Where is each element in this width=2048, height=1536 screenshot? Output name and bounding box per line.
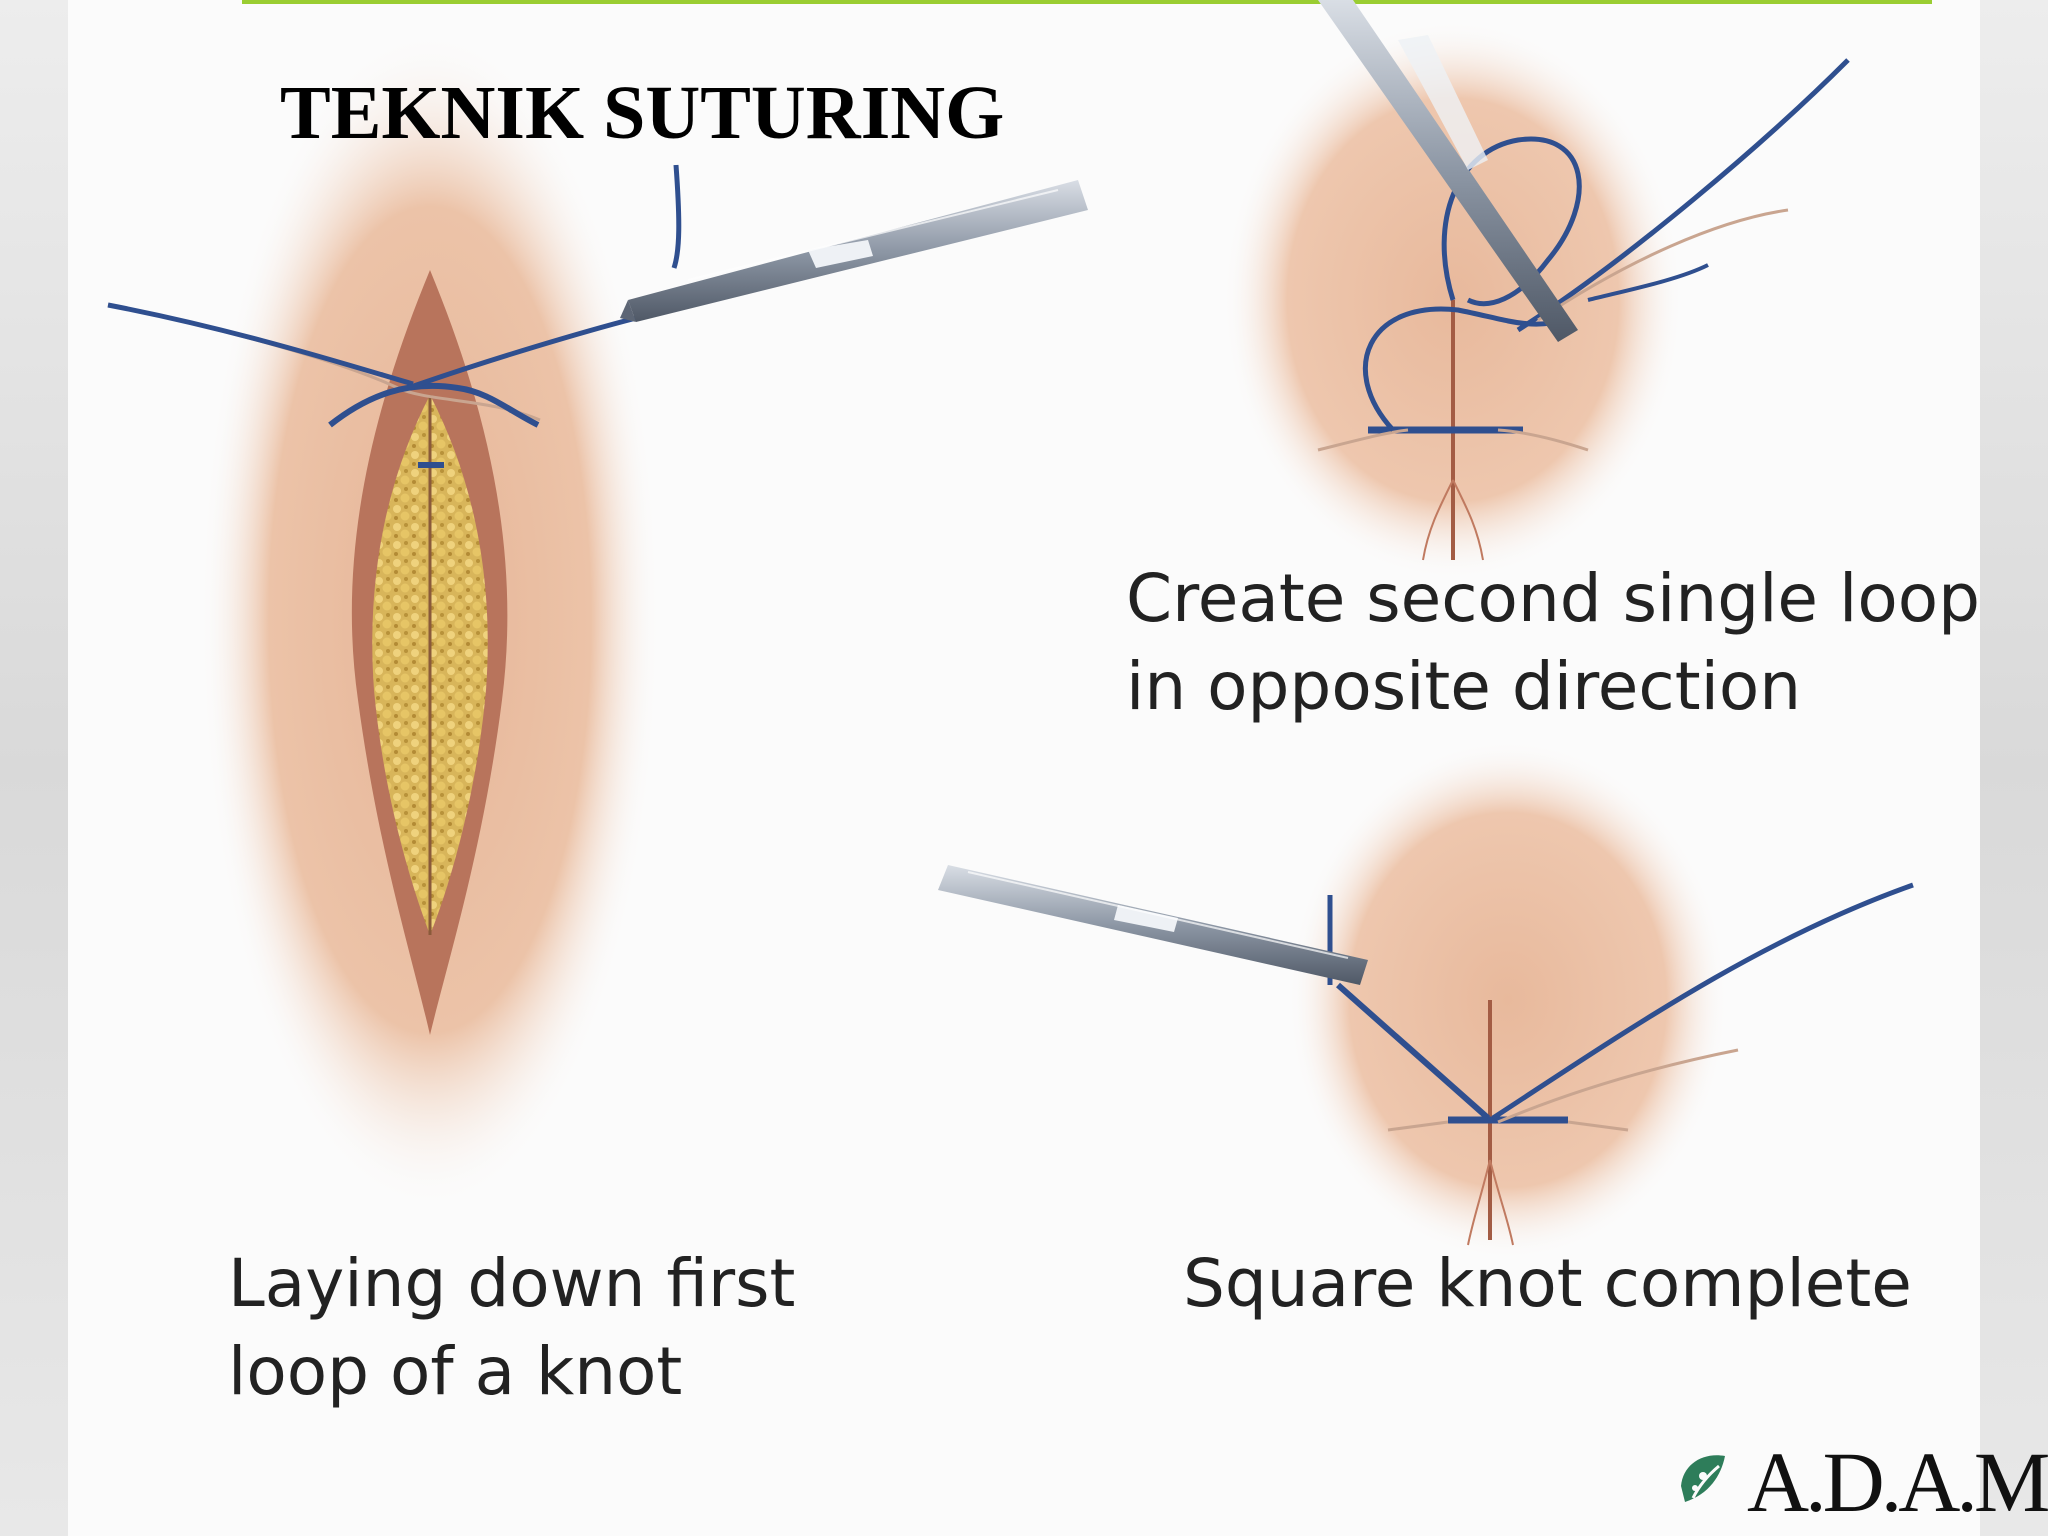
panel-top-right-illustration (1223, 0, 1850, 580)
suturing-illustration (107, 0, 1914, 1260)
title-accent-line (242, 0, 1932, 4)
adam-logo: A.D.A.M. (1673, 1434, 2048, 1530)
caption-second-loop: Create second single loop in opposite di… (1126, 555, 1980, 731)
caption-line: Square knot complete (1183, 1245, 1912, 1322)
leaf-icon (1681, 1455, 1725, 1502)
slide: TEKNIK SUTURING Laying down first loop o… (68, 0, 2048, 1536)
caption-line: Laying down first (228, 1245, 796, 1322)
caption-square-knot: Square knot complete (1183, 1240, 1912, 1328)
slide-margin-right (1980, 0, 2048, 1536)
caption-line: in opposite direction (1126, 648, 1802, 725)
logo-text: A.D.A.M. (1747, 1434, 2048, 1530)
slide-title: TEKNIK SUTURING (280, 71, 1005, 155)
slide-margin-left (0, 0, 68, 1536)
panel-left-illustration (107, 30, 1088, 1210)
caption-first-loop: Laying down first loop of a knot (228, 1240, 795, 1416)
caption-line: loop of a knot (228, 1333, 683, 1410)
panel-bottom-right-illustration (938, 740, 1914, 1260)
caption-line: Create second single loop (1126, 560, 1981, 637)
